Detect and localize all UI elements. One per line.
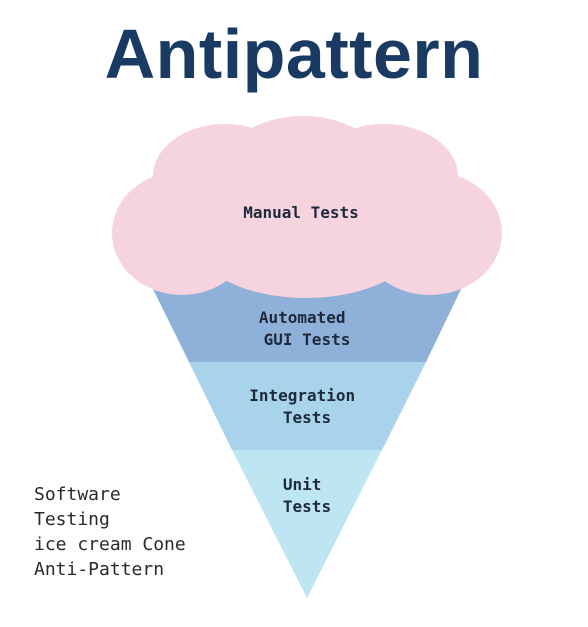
manual-tests-cloud: [112, 116, 502, 298]
integration-tests-label: Integration Tests: [249, 386, 365, 427]
automated-gui-tests-label: Automated GUI Tests: [259, 308, 355, 349]
caption-line: ice cream Cone: [34, 534, 186, 555]
caption-line: Software: [34, 484, 121, 505]
unit-tests-band: [232, 450, 382, 598]
manual-tests-label: Manual Tests: [243, 203, 359, 222]
automated-gui-tests-band: [149, 281, 465, 362]
caption-line: Anti-Pattern: [34, 559, 165, 580]
integration-tests-band: [189, 362, 426, 450]
unit-tests-label: Unit Tests: [283, 475, 331, 516]
diagram-caption: Software Testing ice cream Cone Anti-Pat…: [34, 482, 186, 582]
page-title: Antipattern: [104, 15, 484, 93]
caption-line: Testing: [34, 509, 110, 530]
